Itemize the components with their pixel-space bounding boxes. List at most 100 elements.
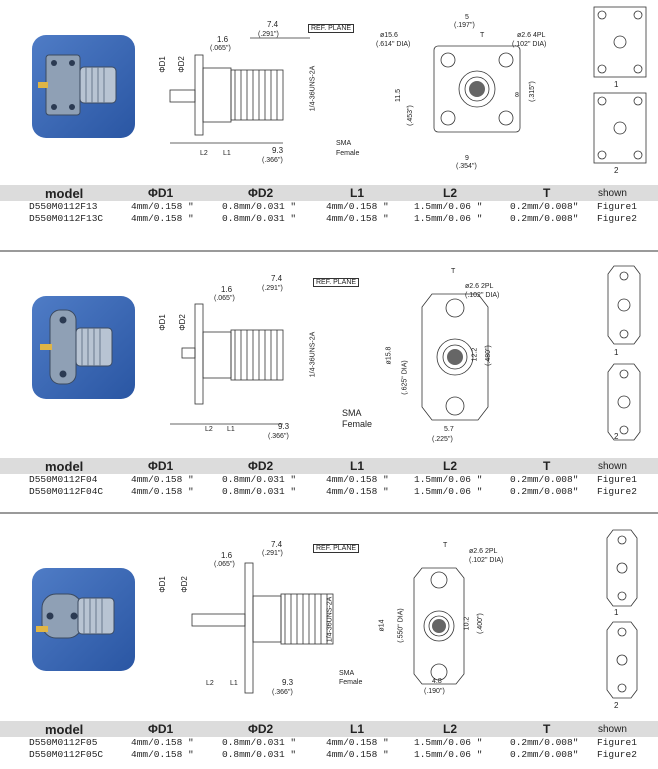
d2-label: ΦD2 xyxy=(177,314,187,331)
front-bottom-in: (.354") xyxy=(456,163,477,170)
table-row: D550M0112F13 4mm/0.158 " 0.8mm/0.031 " 4… xyxy=(0,201,658,213)
cell-t: 0.2mm/0.008" xyxy=(510,201,579,212)
l1-label: L1 xyxy=(223,150,231,157)
front-view-drawing xyxy=(413,567,465,685)
cell-shown: Figure2 xyxy=(597,213,637,224)
front-side: 11.5 xyxy=(395,88,403,103)
cell-t: 0.2mm/0.008" xyxy=(510,737,579,748)
table-row: D550M0112F05 4mm/0.158 " 0.8mm/0.031 " 4… xyxy=(0,737,658,749)
dim-93-in: (.366") xyxy=(272,689,293,696)
figure-1-label: 1 xyxy=(614,348,619,357)
col-t: T xyxy=(543,722,551,736)
d1-label: ΦD1 xyxy=(157,576,167,593)
dim-74: 7.4 xyxy=(267,20,279,29)
cell-d1: 4mm/0.158 " xyxy=(131,486,194,497)
d1-label: ΦD1 xyxy=(157,314,167,331)
col-shown: shown xyxy=(598,461,627,472)
cell-l1: 4mm/0.158 " xyxy=(326,486,389,497)
front-dia: ø15.8 xyxy=(385,346,393,365)
table-header: model ΦD1 ΦD2 L1 L2 T shown xyxy=(0,721,658,737)
figure-thumbnails xyxy=(607,265,641,441)
connector-illustration xyxy=(40,309,113,385)
product-section-1: REF. PLANE 7.4 (.291") 1.6 (.065") ΦD1 Φ… xyxy=(0,0,658,245)
side-view-drawing xyxy=(191,562,334,694)
connector-illustration xyxy=(38,54,117,116)
cell-l2: 1.5mm/0.06 " xyxy=(414,737,483,748)
cell-l1: 4mm/0.158 " xyxy=(326,474,389,485)
cell-d1: 4mm/0.158 " xyxy=(131,201,194,212)
front-t: T xyxy=(443,542,448,549)
spec-table-1: model ΦD1 ΦD2 L1 L2 T shown D550M0112F13… xyxy=(0,185,658,225)
cell-model: D550M0112F13C xyxy=(29,213,104,224)
cell-model: D550M0112F13 xyxy=(29,201,98,212)
sma-label: SMA xyxy=(339,670,355,677)
dim-93-in: (.366") xyxy=(268,433,289,440)
cell-l1: 4mm/0.158 " xyxy=(326,201,389,212)
front-bottom: 4.8 xyxy=(432,678,442,685)
front-side-in: (.453") xyxy=(406,105,414,126)
front-right: 8 xyxy=(515,92,519,99)
cell-model: D550M0112F04 xyxy=(29,474,98,485)
cell-shown: Figure2 xyxy=(597,749,637,760)
cell-l2: 1.5mm/0.06 " xyxy=(414,749,483,760)
cell-d2: 0.8mm/0.031 " xyxy=(222,486,297,497)
cell-d2: 0.8mm/0.031 " xyxy=(222,737,297,748)
table-row: D550M0112F04 4mm/0.158 " 0.8mm/0.031 " 4… xyxy=(0,474,658,486)
front-dia: ø15.6 xyxy=(380,32,398,39)
dim-93-in: (.366") xyxy=(262,157,283,164)
ref-plane-label: REF. PLANE xyxy=(313,278,360,287)
front-bottom: 5.7 xyxy=(444,426,454,433)
dim-93: 9.3 xyxy=(278,422,290,431)
cell-shown: Figure1 xyxy=(597,201,637,212)
cell-d2: 0.8mm/0.031 " xyxy=(222,474,297,485)
l2-label: L2 xyxy=(205,426,213,433)
col-l2: L2 xyxy=(443,459,458,473)
female-label: Female xyxy=(342,419,373,429)
dim-16-in: (.065") xyxy=(210,45,231,52)
spec-table-3: model ΦD1 ΦD2 L1 L2 T shown D550M0112F05… xyxy=(0,721,658,761)
front-bottom-in: (.225") xyxy=(432,436,453,443)
table-header: model ΦD1 ΦD2 L1 L2 T shown xyxy=(0,458,658,474)
cell-l2: 1.5mm/0.06 " xyxy=(414,201,483,212)
front-dia-in: (.550" DIA) xyxy=(397,608,405,643)
front-holes-in: (.102" DIA) xyxy=(465,292,500,299)
cell-t: 0.2mm/0.008" xyxy=(510,749,579,760)
col-model: model xyxy=(45,186,84,201)
cell-d2: 0.8mm/0.031 " xyxy=(222,213,297,224)
l2-label: L2 xyxy=(206,680,214,687)
figure-thumbnails xyxy=(606,529,638,699)
female-label: Female xyxy=(336,150,360,157)
col-d1: ΦD1 xyxy=(148,459,174,473)
front-view-drawing xyxy=(421,293,489,421)
product-section-3: REF. PLANE 7.4 (.291") 1.6 (.065") ΦD1 Φ… xyxy=(0,518,658,769)
table-header: model ΦD1 ΦD2 L1 L2 T shown xyxy=(0,185,658,201)
col-shown: shown xyxy=(598,724,627,735)
dim-93: 9.3 xyxy=(282,678,294,687)
front-dia: ø14 xyxy=(378,619,386,632)
cell-l1: 4mm/0.158 " xyxy=(326,749,389,760)
cell-shown: Figure1 xyxy=(597,737,637,748)
col-d2: ΦD2 xyxy=(248,722,274,736)
col-l1: L1 xyxy=(350,459,365,473)
col-d2: ΦD2 xyxy=(248,459,274,473)
cell-d1: 4mm/0.158 " xyxy=(131,474,194,485)
front-dia-in: (.625" DIA) xyxy=(401,360,409,395)
col-model: model xyxy=(45,722,84,737)
sma-label: SMA xyxy=(342,408,362,418)
dim-74-in: (.291") xyxy=(262,550,283,557)
col-t: T xyxy=(543,459,551,473)
ref-plane-label: REF. PLANE xyxy=(308,24,355,33)
side-view-drawing xyxy=(170,303,284,425)
front-t: T xyxy=(451,268,456,275)
figure-2-label: 2 xyxy=(614,166,619,175)
cell-model: D550M0112F05C xyxy=(29,749,104,760)
col-l2: L2 xyxy=(443,186,458,200)
table-row: D550M0112F13C 4mm/0.158 " 0.8mm/0.031 " … xyxy=(0,213,658,225)
product-section-2: REF. PLANE 7.4 (.291") 1.6 (.065") ΦD1 Φ… xyxy=(0,256,658,506)
dim-74-in: (.291") xyxy=(262,285,283,292)
cell-shown: Figure1 xyxy=(597,474,637,485)
spec-table-2: model ΦD1 ΦD2 L1 L2 T shown D550M0112F04… xyxy=(0,458,658,498)
figure-2-label: 2 xyxy=(614,432,619,441)
col-d2: ΦD2 xyxy=(248,186,274,200)
table-row: D550M0112F04C 4mm/0.158 " 0.8mm/0.031 " … xyxy=(0,486,658,498)
